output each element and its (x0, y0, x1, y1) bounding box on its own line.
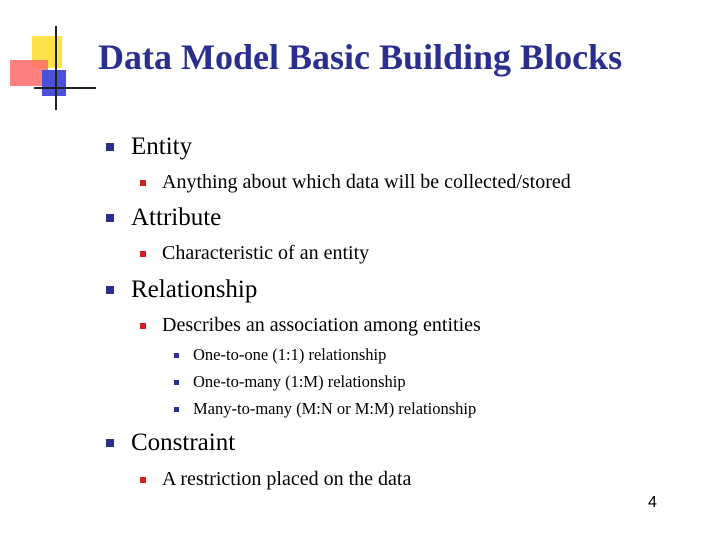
sub-sub-bullet-label: Many-to-many (M:N or M:M) relationship (193, 399, 477, 418)
square-bullet-icon (106, 439, 114, 447)
blue-square-shape (42, 70, 66, 96)
sub-sub-bullet-label: One-to-one (1:1) relationship (193, 345, 387, 364)
sub-bullet-label: Describes an association among entities (162, 314, 481, 336)
square-bullet-icon (140, 179, 146, 186)
sub-bullet-label: Characteristic of an entity (162, 242, 370, 264)
square-bullet-icon (106, 143, 114, 151)
sub-sub-bullet-many-to-many: Many-to-many (M:N or M:M) relationship (174, 399, 476, 419)
bullet-attribute: Attribute (106, 204, 221, 232)
square-bullet-icon (174, 379, 179, 385)
square-bullet-icon (174, 352, 179, 358)
sub-bullet-label: A restriction placed on the data (162, 468, 412, 490)
sub-bullet-attribute-definition: Characteristic of an entity (140, 242, 369, 265)
slide-title: Data Model Basic Building Blocks (98, 37, 623, 77)
sub-bullet-label: Anything about which data will be collec… (162, 171, 571, 193)
sub-bullet-entity-definition: Anything about which data will be collec… (140, 171, 571, 194)
sub-bullet-constraint-definition: A restriction placed on the data (140, 468, 411, 491)
red-square-shape (10, 60, 48, 86)
square-bullet-icon (140, 250, 146, 257)
horizontal-line-shape (34, 87, 96, 89)
bullet-relationship: Relationship (106, 276, 257, 304)
bullet-label: Entity (131, 133, 193, 160)
bullet-label: Attribute (131, 204, 222, 231)
sub-sub-bullet-one-to-one: One-to-one (1:1) relationship (174, 345, 386, 365)
bullet-label: Relationship (131, 276, 258, 303)
bullet-entity: Entity (106, 133, 192, 161)
square-bullet-icon (174, 406, 179, 412)
square-bullet-icon (106, 214, 114, 222)
vertical-line-shape (55, 26, 57, 110)
corner-logo-decoration (0, 0, 100, 110)
bullet-label: Constraint (131, 429, 236, 456)
page-number: 4 (648, 494, 657, 511)
square-bullet-icon (140, 476, 146, 483)
sub-sub-bullet-one-to-many: One-to-many (1:M) relationship (174, 372, 406, 392)
bullet-constraint: Constraint (106, 429, 235, 457)
sub-bullet-relationship-definition: Describes an association among entities (140, 314, 481, 337)
square-bullet-icon (106, 286, 114, 294)
square-bullet-icon (140, 322, 146, 329)
sub-sub-bullet-label: One-to-many (1:M) relationship (193, 372, 406, 391)
